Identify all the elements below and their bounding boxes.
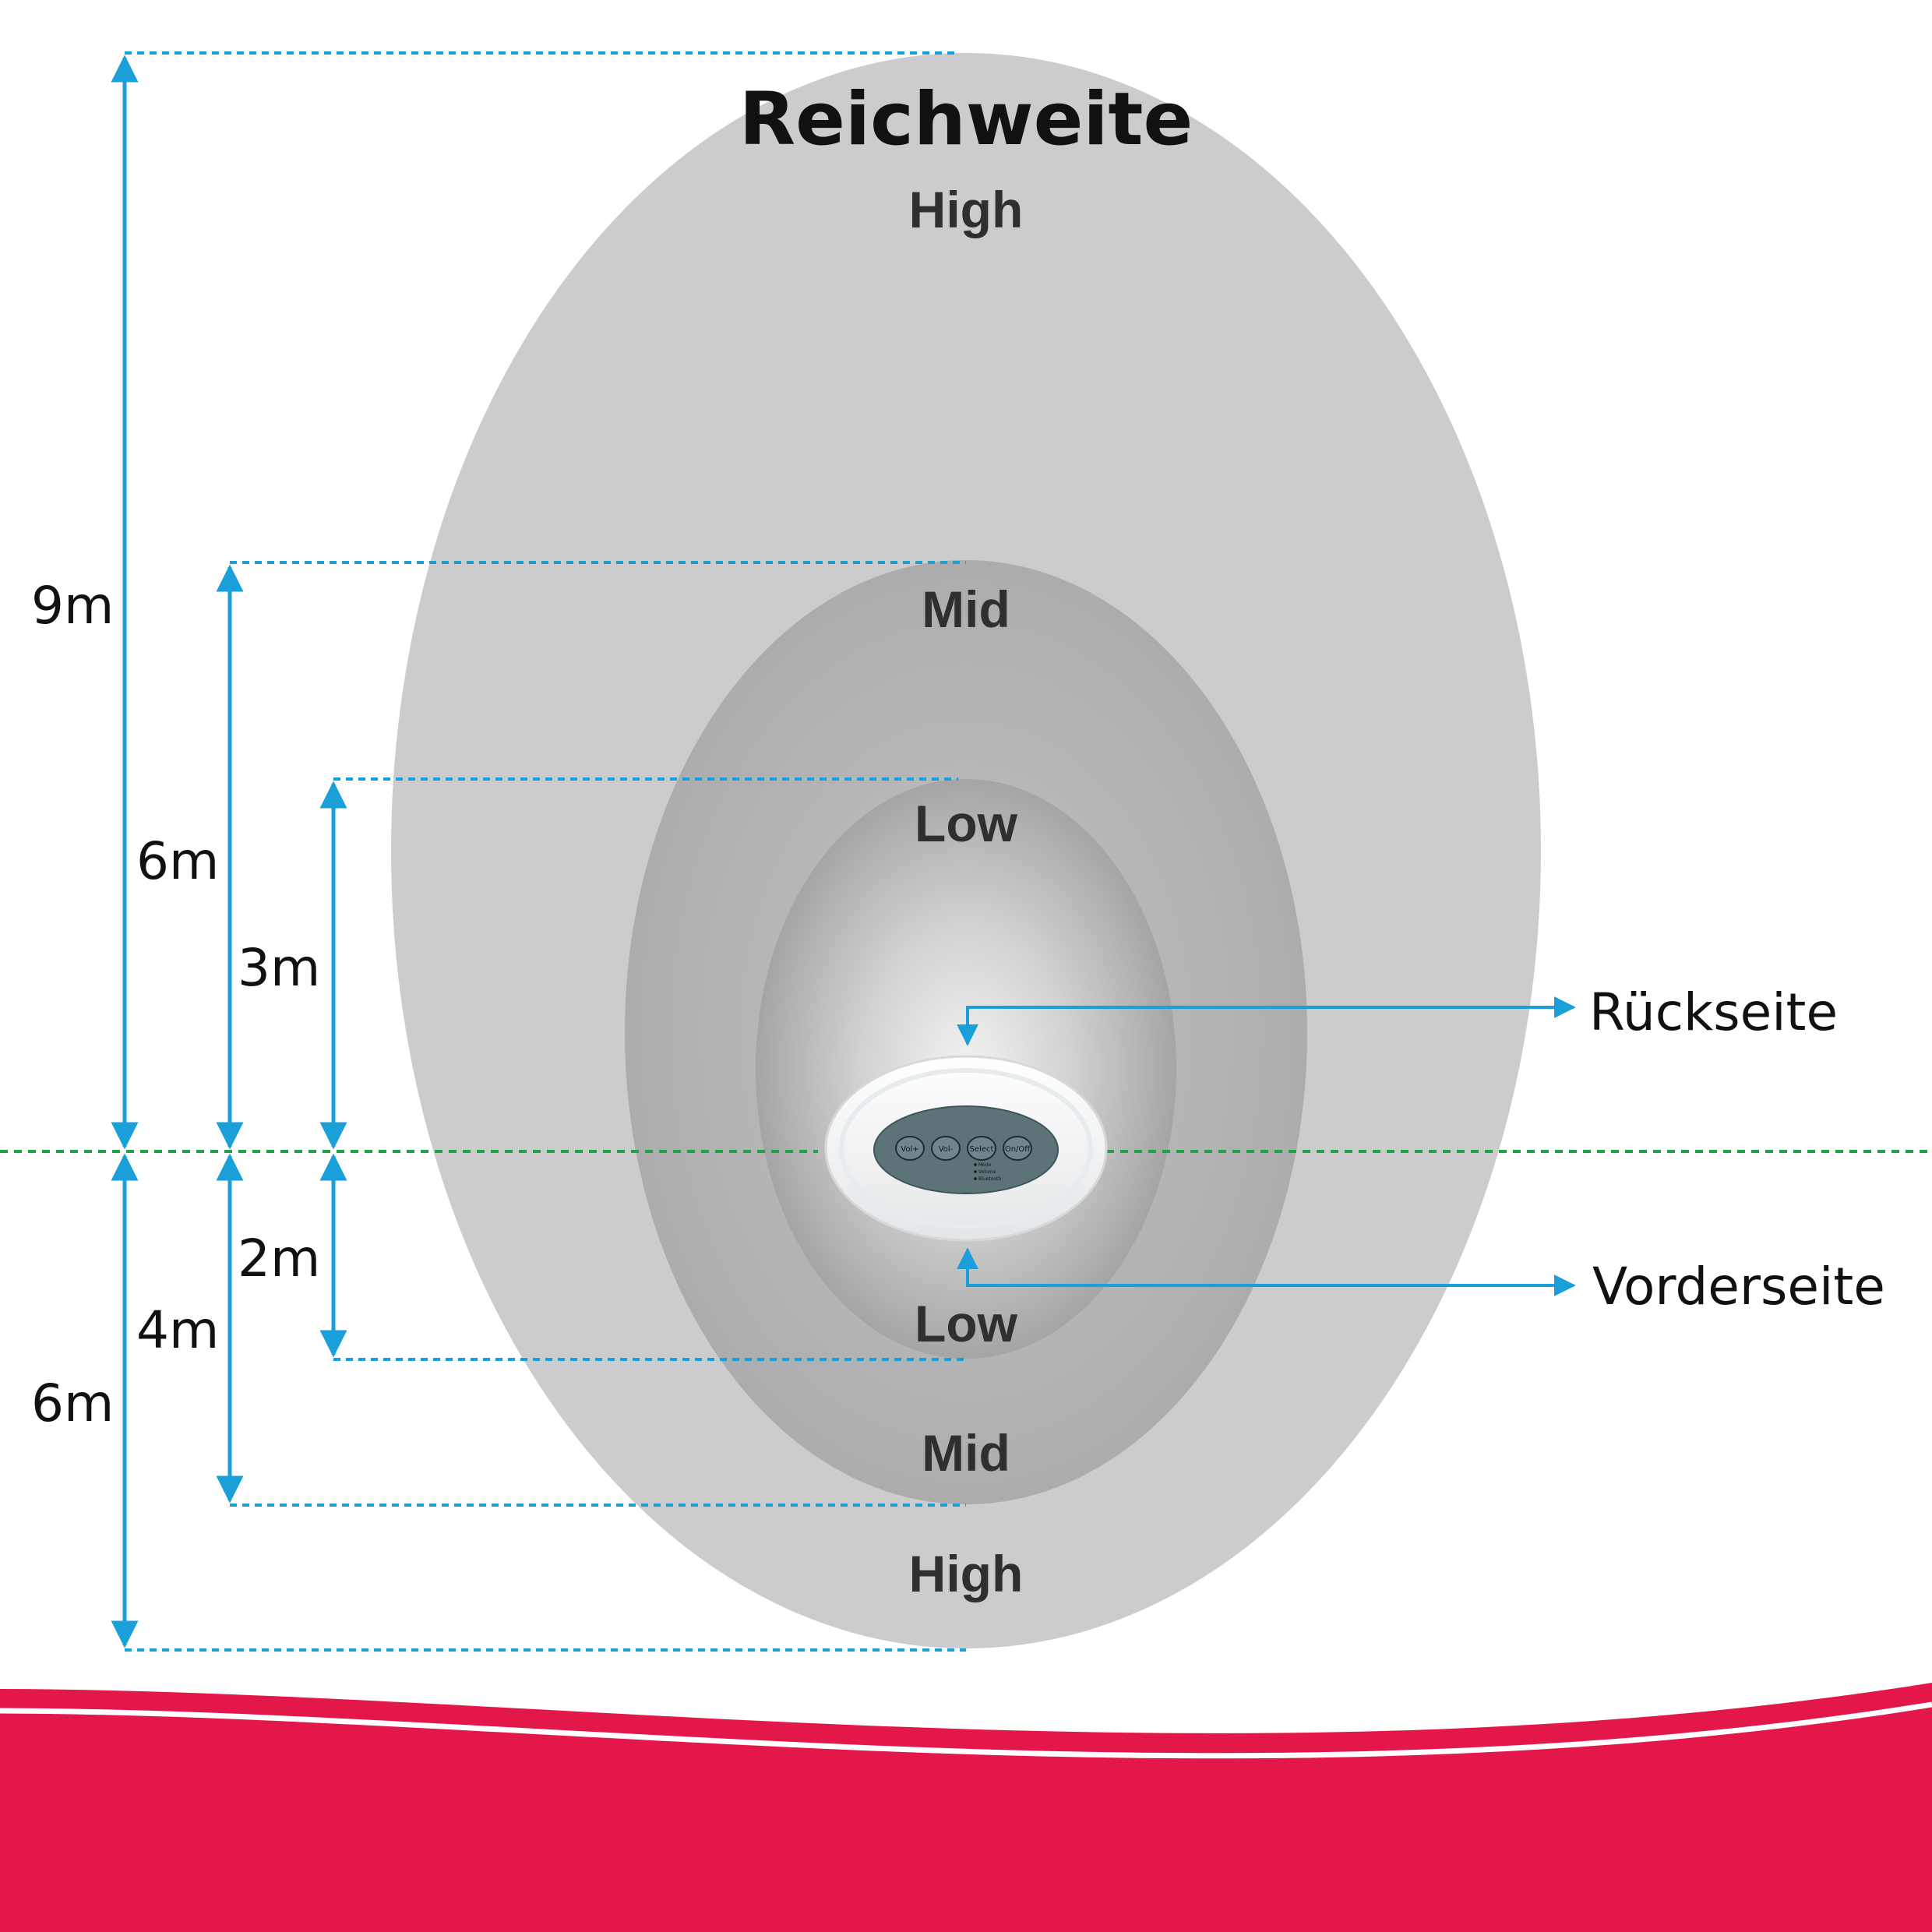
dim-front-mid: 4m	[136, 1300, 219, 1360]
remote-control: Vol+ Vol- Select On/Off Mode Volume Blue…	[824, 1055, 1108, 1242]
extent-lines	[125, 51, 966, 1652]
callout-back	[957, 996, 1576, 1046]
svg-text:Mode: Mode	[978, 1162, 992, 1168]
svg-text:Vol-: Vol-	[939, 1145, 954, 1154]
zone-label-mid-bottom: Mid	[922, 1424, 1010, 1482]
remote-button-4: On/Off	[1003, 1136, 1032, 1161]
brand-band	[0, 1683, 1932, 1932]
label-back-side: Rückseite	[1589, 982, 1838, 1042]
dim-back-mid: 6m	[136, 831, 219, 891]
label-front-side: Vorderseite	[1592, 1257, 1885, 1317]
zone-label-low-bottom: Low	[915, 1295, 1018, 1352]
zone-label-low-top: Low	[915, 795, 1018, 852]
dimension-arrows	[111, 55, 347, 1648]
zone-label-mid-top: Mid	[922, 580, 1010, 638]
svg-text:Vol+: Vol+	[901, 1145, 918, 1154]
dim-back-low: 3m	[238, 938, 320, 998]
remote-button-2: Vol-	[931, 1136, 961, 1161]
svg-text:On/Off: On/Off	[1005, 1145, 1031, 1154]
diagram-title: Reichweite	[739, 77, 1193, 162]
dim-back-high: 9m	[31, 576, 114, 636]
remote-button-3: Select	[967, 1136, 996, 1161]
remote-panel	[873, 1105, 1059, 1194]
dim-front-low: 2m	[238, 1229, 320, 1289]
dim-front-high: 6m	[31, 1373, 114, 1433]
callout-front	[957, 1247, 1576, 1296]
svg-text:Volume: Volume	[978, 1169, 996, 1175]
remote-buttons: Vol+ Vol- Select On/Off	[895, 1136, 1032, 1161]
zone-label-high-top: High	[909, 181, 1024, 238]
svg-text:Bluetooth: Bluetooth	[978, 1176, 1001, 1182]
brand-band-stripe	[0, 1701, 1932, 1759]
zone-label-high-bottom: High	[909, 1545, 1024, 1602]
remote-button-1: Vol+	[895, 1136, 925, 1161]
remote-indicators: Mode Volume Bluetooth	[974, 1162, 1001, 1182]
svg-text:Select: Select	[970, 1145, 994, 1154]
